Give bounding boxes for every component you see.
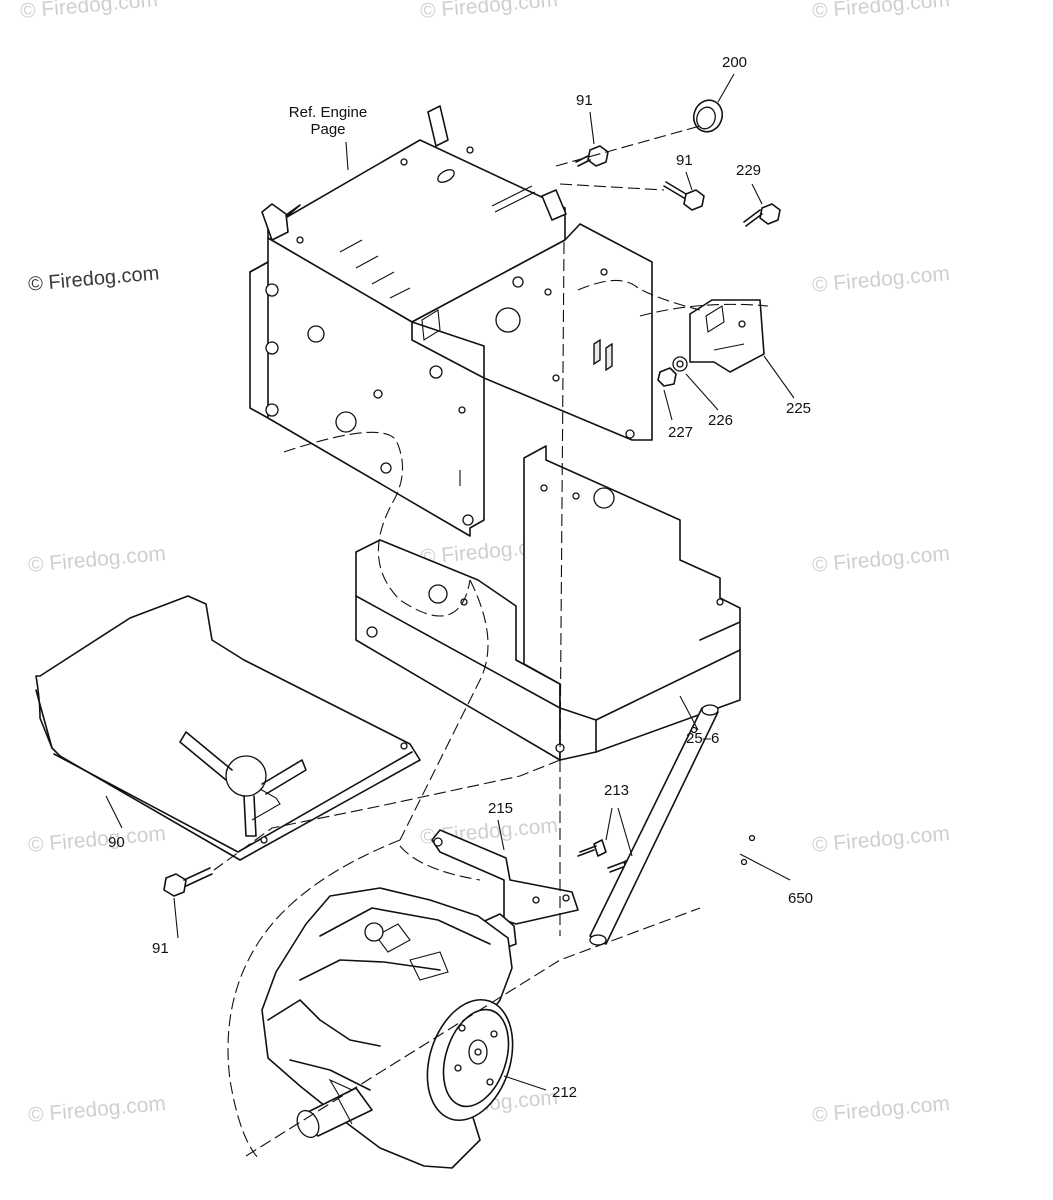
deflector-plate-90 [35,595,421,861]
callout-225: 225 [786,400,812,417]
shaft-650 [589,704,756,946]
callout-227: 227 [668,424,694,441]
callout-229: 229 [736,162,762,179]
bolt-229 [743,203,781,227]
bolt-91-bottom [163,867,213,897]
callout-226: 226 [708,412,734,429]
callout-90: 90 [108,834,125,851]
reference-lines [213,125,769,1161]
callout-ref-engine-line1: Ref. Engine [288,104,368,121]
callout-215: 215 [488,800,514,817]
callout-650: 650 [788,890,814,907]
lower-housing-25-6 [355,445,741,761]
callout-91-mid: 91 [676,152,693,169]
callout-91-top: 91 [576,92,593,109]
callout-200: 200 [722,54,748,71]
engine-frame [249,105,653,537]
callout-213: 213 [604,782,630,799]
gearbox-212 [261,887,514,1169]
bracket-225 [657,299,765,387]
bushing-200 [692,99,724,133]
callout-91-bottom: 91 [152,940,169,957]
callout-ref-engine-line2: Page [310,121,346,138]
bolt-91-mid [663,181,705,211]
callout-212: 212 [552,1084,578,1101]
leader-lines [105,73,795,1091]
callout-ref-engine: Ref. Engine Page [280,104,376,138]
callout-25-6: 25–6 [686,730,720,747]
